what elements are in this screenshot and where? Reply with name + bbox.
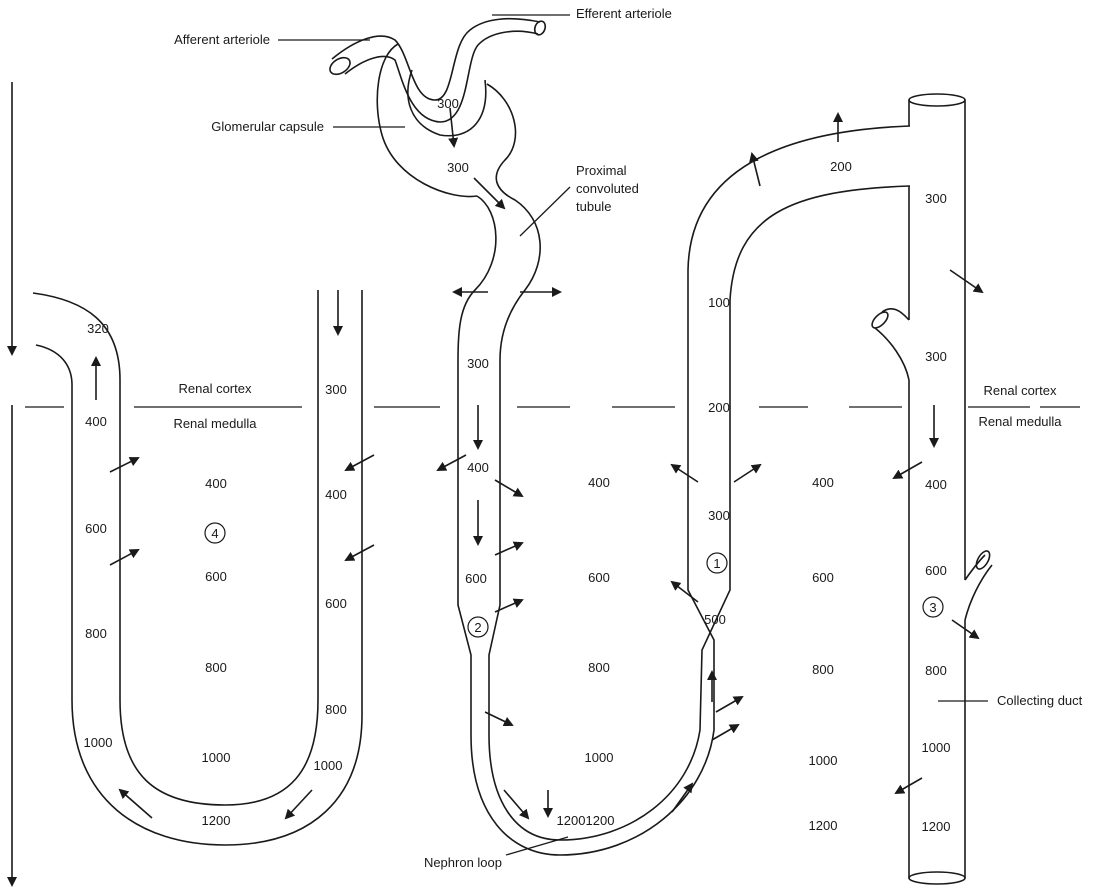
flow-arrow	[495, 543, 522, 555]
osmolarity-value: 300	[467, 356, 489, 371]
osmolarity-value: 800	[205, 660, 227, 675]
osmolarity-value: 800	[588, 660, 610, 675]
label-efferent-arteriole: Efferent arteriole	[576, 6, 672, 21]
osmolarity-value: 800	[325, 702, 347, 717]
osmolarity-value: 400	[205, 476, 227, 491]
flow-arrow	[716, 697, 742, 712]
interstitial-values-column-1: 400 600 800 1000	[202, 476, 231, 765]
label-proximal-1: Proximal	[576, 163, 627, 178]
interstitial-values-column-2: 400 600 800 1000 1200	[585, 475, 615, 828]
flow-arrow	[672, 582, 698, 602]
flow-arrow	[450, 108, 454, 146]
osmolarity-value: 1000	[809, 753, 838, 768]
label-renal-medulla-left: Renal medulla	[173, 416, 257, 431]
marker-1: 1	[713, 556, 720, 571]
osmolarity-value: 500	[704, 612, 726, 627]
flow-arrow	[950, 270, 982, 292]
osmolarity-value: 400	[588, 475, 610, 490]
flow-arrow	[495, 480, 522, 496]
label-proximal-2: convoluted	[576, 181, 639, 196]
osmolarity-value: 1200	[809, 818, 838, 833]
osmolarity-value: 1000	[922, 740, 951, 755]
osmolarity-value: 400	[812, 475, 834, 490]
osmolarity-value: 600	[325, 596, 347, 611]
osmolarity-value: 800	[85, 626, 107, 641]
label-nephron-loop: Nephron loop	[424, 855, 502, 870]
osmolarity-value: 1200	[922, 819, 951, 834]
osmolarity-value: 800	[925, 663, 947, 678]
label-renal-cortex-left: Renal cortex	[179, 381, 252, 396]
osmolarity-value: 400	[85, 414, 107, 429]
osmolarity-value: 600	[588, 570, 610, 585]
flow-arrow	[286, 790, 312, 818]
osmolarity-value: 600	[812, 570, 834, 585]
osmolarity-value: 300	[437, 96, 459, 111]
osmolarity-value: 1200	[586, 813, 615, 828]
flow-arrow	[474, 178, 504, 208]
label-renal-medulla-right: Renal medulla	[978, 414, 1062, 429]
osmolarity-value: 200	[708, 400, 730, 415]
flow-arrow	[346, 545, 374, 560]
osmolarity-value: 200	[830, 159, 852, 174]
osmolarity-value: 400	[925, 477, 947, 492]
flow-arrow	[120, 790, 152, 818]
flow-arrow	[346, 455, 374, 470]
osmolarity-value: 300	[925, 191, 947, 206]
label-renal-cortex-right: Renal cortex	[984, 383, 1057, 398]
osmolarity-value: 320	[87, 321, 109, 336]
osmolarity-value: 300	[708, 508, 730, 523]
osmolarity-value: 1000	[314, 758, 343, 773]
osmolarity-value: 600	[205, 569, 227, 584]
osmolarity-value: 300	[925, 349, 947, 364]
osmolarity-value: 1000	[585, 750, 614, 765]
flow-arrow	[672, 465, 698, 482]
label-collecting-duct: Collecting duct	[997, 693, 1083, 708]
flow-arrow	[734, 465, 760, 482]
osmolarity-value: 100	[708, 295, 730, 310]
marker-4: 4	[211, 526, 218, 541]
flow-arrow	[894, 462, 922, 478]
osmolarity-value: 400	[467, 460, 489, 475]
flow-arrow	[712, 725, 738, 740]
flow-arrow	[110, 550, 138, 565]
flow-arrow	[504, 790, 528, 818]
label-glomerular-capsule: Glomerular capsule	[211, 119, 324, 134]
flow-arrows	[96, 108, 982, 818]
flow-arrow	[110, 458, 138, 472]
osmolarity-value: 1000	[84, 735, 113, 750]
flow-arrow	[438, 455, 466, 470]
osmolarity-value: 800	[812, 662, 834, 677]
osmolarity-value: 600	[85, 521, 107, 536]
label-afferent-arteriole: Afferent arteriole	[174, 32, 270, 47]
interstitial-values-column-3: 400 600 800 1000 1200	[809, 475, 838, 833]
osmolarity-value: 1200	[202, 813, 231, 828]
collecting-duct-values: 300 300 400 600 800 1000 1200	[922, 191, 951, 834]
osmolarity-value: 300	[325, 382, 347, 397]
nephron-tubule	[458, 84, 910, 855]
marker-3: 3	[929, 600, 936, 615]
marker-2: 2	[474, 620, 481, 635]
label-proximal-3: tubule	[576, 199, 611, 214]
osmolarity-value: 300	[447, 160, 469, 175]
osmolarity-value: 1200	[557, 813, 586, 828]
osmolarity-value: 600	[465, 571, 487, 586]
osmolarity-value: 1000	[202, 750, 231, 765]
osmolarity-value: 400	[325, 487, 347, 502]
osmolarity-value: 600	[925, 563, 947, 578]
